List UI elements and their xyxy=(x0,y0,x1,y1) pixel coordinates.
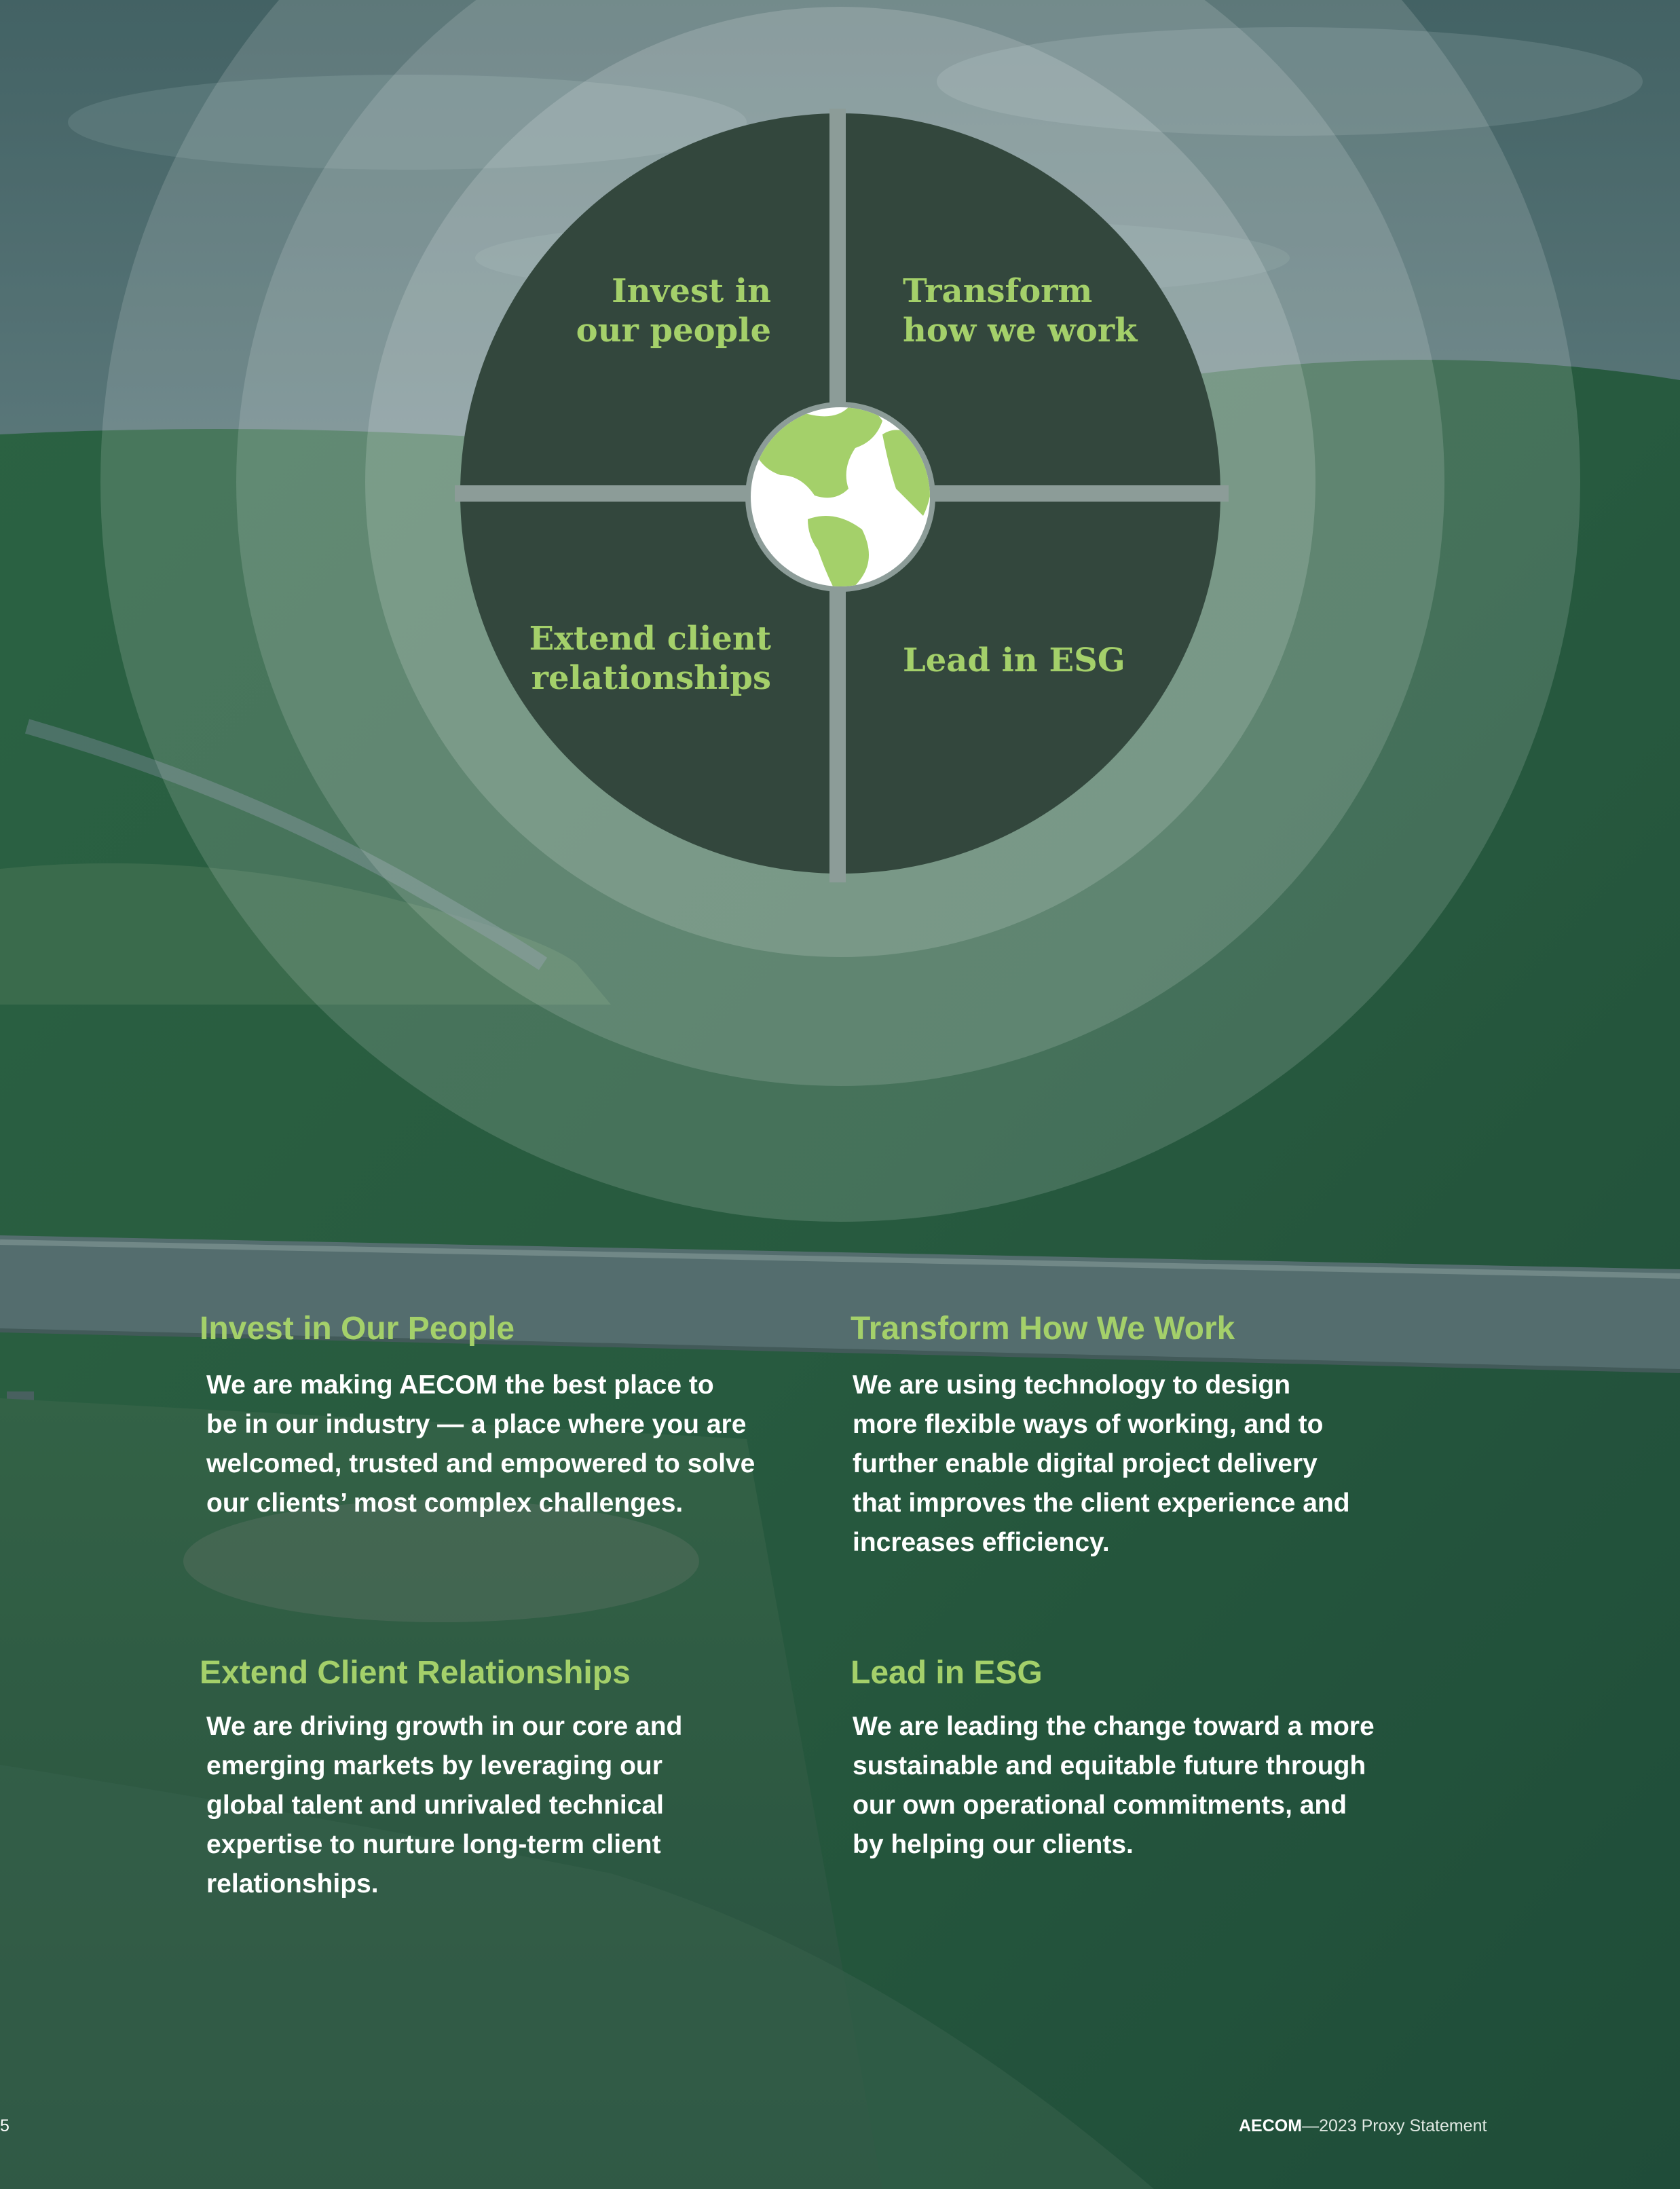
section-title-transform: Transform How We Work xyxy=(851,1311,1235,1347)
section-title-extend: Extend Client Relationships xyxy=(200,1655,631,1691)
section-body-esg: We are leading the change toward a more … xyxy=(853,1712,1375,1859)
section-body-invest: We are making AECOM the best place to be… xyxy=(206,1370,755,1518)
footer-document-title: —2023 Proxy Statement xyxy=(1302,2116,1487,2135)
wheel-label-esg: Lead in ESG xyxy=(903,641,1125,679)
section-title-invest: Invest in Our People xyxy=(200,1311,515,1347)
wheel-label-transform: Transform how we work xyxy=(903,272,1138,350)
footer-brand: AECOM xyxy=(1239,2116,1303,2135)
section-body-extend: We are driving growth in our core and em… xyxy=(206,1712,683,1898)
page-number: 5 xyxy=(0,2116,10,2135)
section-title-esg: Lead in ESG xyxy=(851,1655,1043,1691)
wheel-label-invest: Invest in our people xyxy=(576,272,771,350)
footer: AECOM—2023 Proxy Statement xyxy=(1239,2116,1487,2136)
wheel-label-extend: Extend client relationships xyxy=(529,620,771,697)
section-body-transform: We are using technology to design more f… xyxy=(853,1370,1350,1557)
